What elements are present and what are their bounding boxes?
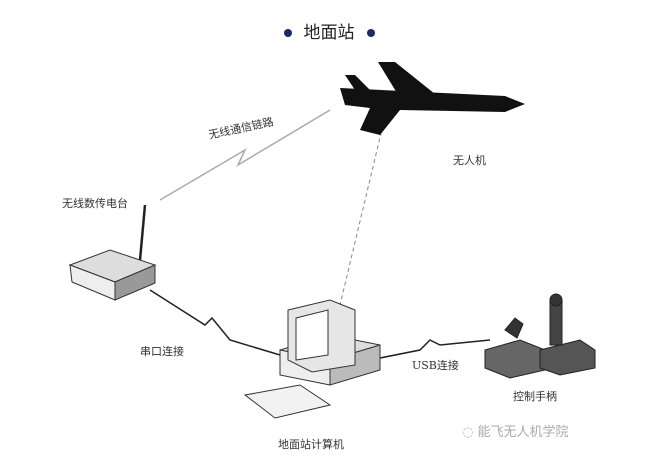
radio-modem-icon — [68, 204, 157, 301]
diagram-title: 地面站 — [0, 18, 658, 43]
bullet-icon — [366, 29, 375, 37]
controller-label: 控制手柄 — [513, 390, 557, 403]
usb-label: USB连接 — [412, 359, 459, 372]
airplane-icon — [340, 62, 525, 135]
wechat-icon: ◌ — [462, 425, 478, 440]
computer-icon — [243, 299, 381, 419]
radio-label: 无线数传电台 — [62, 197, 128, 210]
computer-label: 地面站计算机 — [278, 438, 344, 451]
bullet-icon — [283, 29, 292, 37]
usb-cable — [369, 339, 491, 361]
watermark: ◌ 能飞无人机学院 — [462, 425, 569, 440]
serial-label: 串口连接 — [140, 345, 184, 358]
dashed-link — [339, 124, 384, 306]
title-text: 地面站 — [303, 23, 355, 43]
joystick-icon — [484, 293, 596, 379]
serial-cable — [149, 289, 281, 356]
uav-label: 无人机 — [453, 154, 486, 167]
wireless-link-line — [159, 109, 331, 201]
